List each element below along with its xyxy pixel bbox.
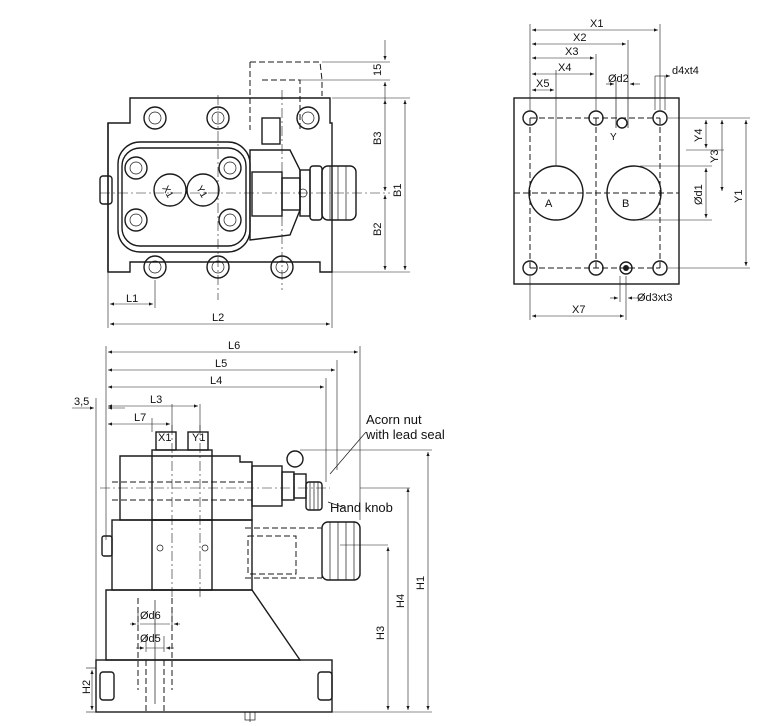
- top-label-y1: Y1: [193, 184, 209, 200]
- dim-l5: L5: [215, 358, 227, 370]
- dim-y1-port: Y1: [733, 190, 745, 203]
- dim-h3: H3: [375, 626, 387, 640]
- side-label-y1: Y1: [192, 432, 205, 444]
- dim-l2: L2: [212, 312, 224, 324]
- dim-x7: X7: [572, 304, 585, 316]
- callout-lead-seal: with lead seal: [365, 427, 445, 442]
- dim-x1-port: X1: [590, 18, 603, 30]
- dim-h4: H4: [395, 594, 407, 608]
- port-view: A B Y X1 X2 X3 X4 X5 Ød2 d4xt4: [513, 18, 750, 320]
- port-label-a: A: [545, 198, 553, 210]
- callout-hand-knob: Hand knob: [330, 500, 393, 515]
- port-label-y: Y: [610, 132, 617, 143]
- dim-y4: Y4: [693, 129, 705, 142]
- port-bolt-holes: [522, 110, 668, 276]
- dim-y3: Y3: [709, 150, 721, 163]
- callout-acorn-nut: Acorn nut: [366, 412, 422, 427]
- dim-x5: X5: [536, 78, 549, 90]
- dim-l3: L3: [150, 394, 162, 406]
- side-label-x1: X1: [158, 432, 171, 444]
- top-view: L1 L2 15 B3 B2 B1 X1 Y1: [99, 40, 410, 328]
- dim-b3: B3: [372, 132, 384, 145]
- dim-d1: Ød1: [693, 184, 705, 205]
- dim-h1: H1: [415, 576, 427, 590]
- dim-l1: L1: [126, 293, 138, 305]
- dim-l4: L4: [210, 375, 222, 387]
- dim-x3: X3: [565, 46, 578, 58]
- side-view: L6 L5 L4 L3 L7 3,5 X1 Y1 H3 H4 H1 H2 Ød6: [72, 340, 445, 722]
- top-label-x1: X1: [159, 184, 175, 200]
- dim-b1: B1: [392, 184, 404, 197]
- dim-x4: X4: [558, 62, 571, 74]
- dim-d4t4: d4xt4: [672, 65, 699, 77]
- dim-d3t3: Ød3xt3: [637, 292, 672, 304]
- dim-d6: Ød6: [140, 610, 161, 622]
- dim-d5: Ød5: [140, 633, 161, 645]
- port-label-b: B: [622, 198, 629, 210]
- dim-b2: B2: [372, 223, 384, 236]
- dim-15: 15: [372, 64, 384, 76]
- dim-h2: H2: [81, 680, 93, 694]
- dim-l6: L6: [228, 340, 240, 352]
- dim-d2: Ød2: [608, 73, 629, 85]
- dim-l7: L7: [134, 412, 146, 424]
- dim-3-5: 3,5: [74, 396, 89, 408]
- dim-x2: X2: [573, 32, 586, 44]
